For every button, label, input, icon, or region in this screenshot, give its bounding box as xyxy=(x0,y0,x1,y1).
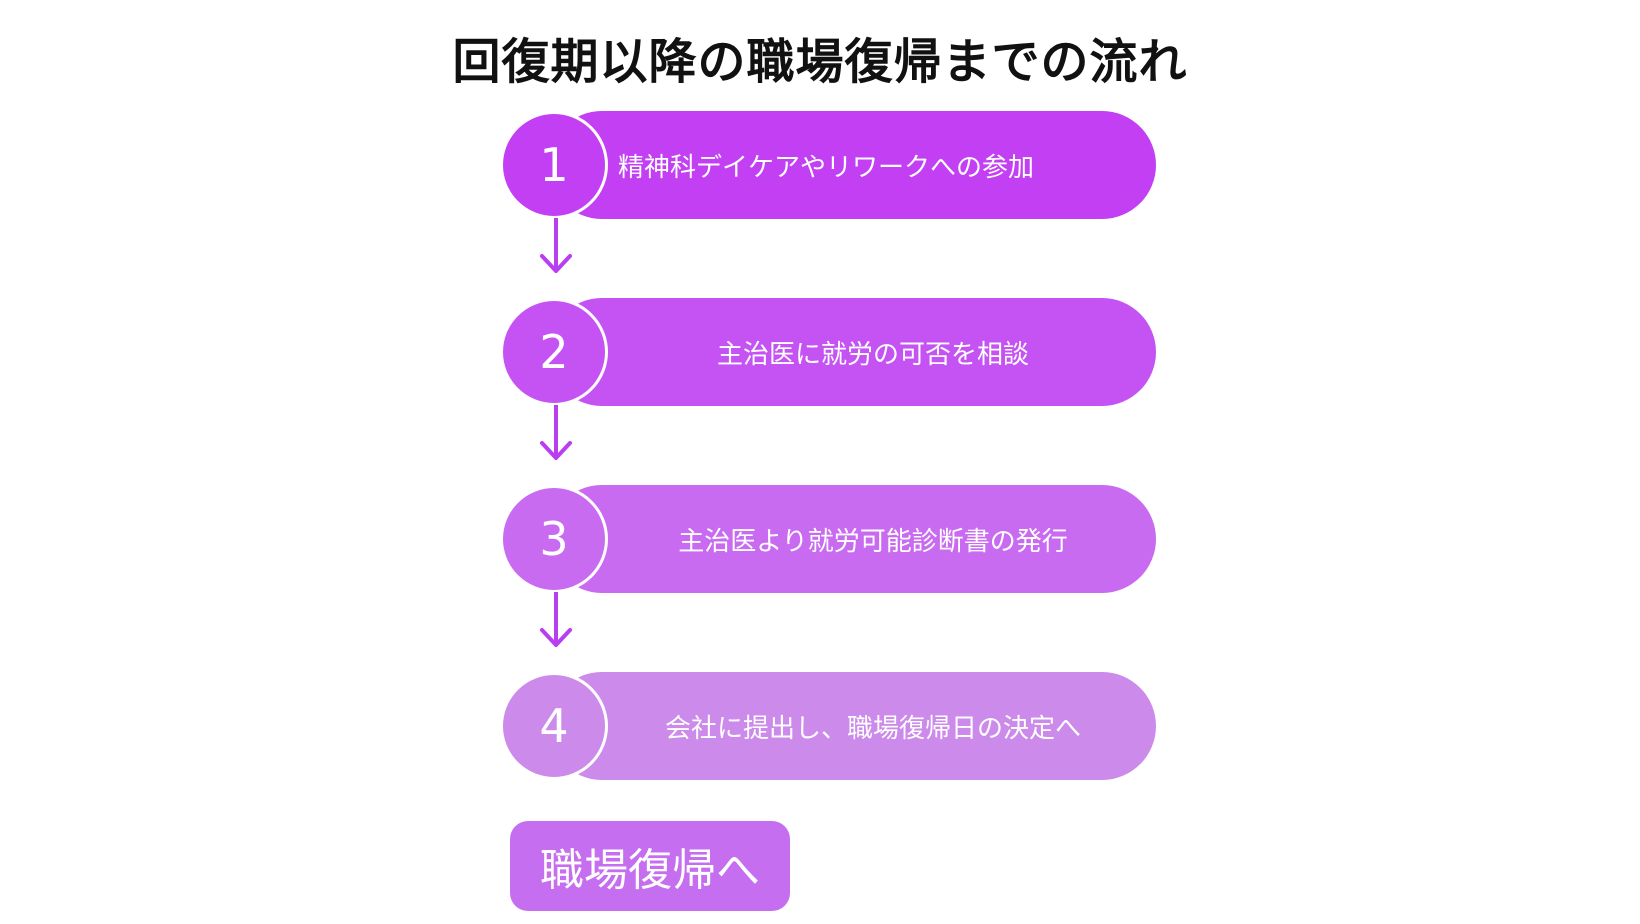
step-number: 3 xyxy=(539,512,569,566)
step-number-circle: 1 xyxy=(500,111,608,219)
down-arrow-icon xyxy=(540,218,572,273)
step-number-circle: 4 xyxy=(500,672,608,780)
step-2: 2 主治医に就労の可否を相談 xyxy=(500,298,1156,406)
step-bar xyxy=(548,672,1156,780)
step-number-circle: 2 xyxy=(500,298,608,406)
step-1: 1 精神科デイケアやリワークへの参加 xyxy=(500,111,1156,219)
step-label: 精神科デイケアやリワークへの参加 xyxy=(618,152,1035,183)
step-bar xyxy=(548,485,1156,593)
step-bar xyxy=(548,111,1156,219)
page-title: 回復期以降の職場復帰までの流れ xyxy=(452,34,1188,90)
down-arrow-icon xyxy=(540,592,572,647)
step-label: 主治医より就労可能診断書の発行 xyxy=(678,526,1068,557)
step-number: 4 xyxy=(539,699,569,753)
step-bar xyxy=(548,298,1156,406)
down-arrow-icon xyxy=(540,405,572,460)
final-destination-box: 職場復帰へ xyxy=(510,821,790,911)
step-label: 主治医に就労の可否を相談 xyxy=(716,339,1029,370)
step-4: 4 会社に提出し、職場復帰日の決定へ xyxy=(500,672,1156,780)
step-number-circle: 3 xyxy=(500,485,608,593)
final-label: 職場復帰へ xyxy=(540,845,760,896)
step-number: 1 xyxy=(539,138,569,192)
step-number: 2 xyxy=(539,325,569,379)
step-label: 会社に提出し、職場復帰日の決定へ xyxy=(664,713,1081,744)
step-3: 3 主治医より就労可能診断書の発行 xyxy=(500,485,1156,593)
